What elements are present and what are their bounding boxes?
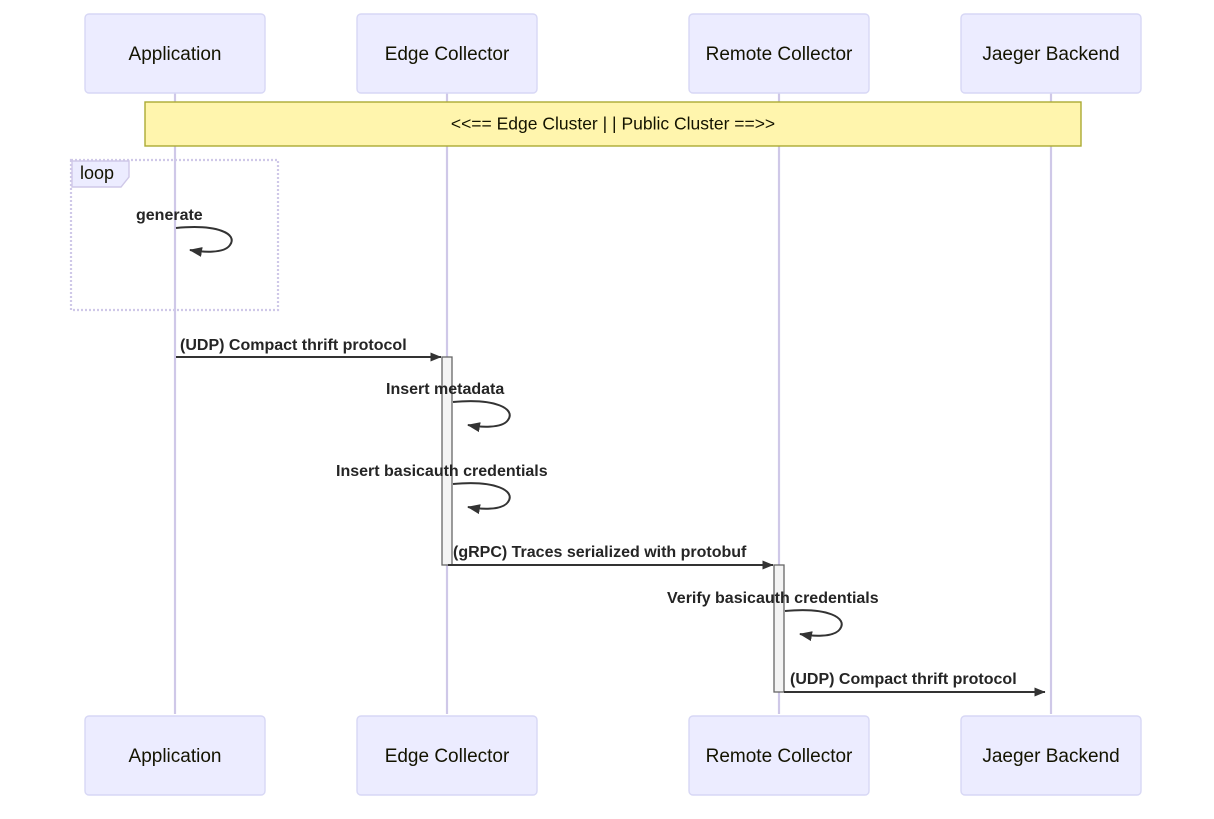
- participant-header-jaeger-backend[interactable]: Jaeger Backend: [960, 13, 1142, 94]
- message-label-grpc-traces-protobuf: (gRPC) Traces serialized with protobuf: [453, 544, 747, 561]
- message-udp-compact-thrift-2[interactable]: (UDP) Compact thrift protocol: [784, 671, 1046, 697]
- message-udp-compact-thrift-1[interactable]: (UDP) Compact thrift protocol: [176, 337, 442, 362]
- message-arrow-generate[interactable]: [175, 226, 233, 257]
- message-insert-basicauth-credentials[interactable]: Insert basicauth credentials: [336, 463, 548, 515]
- note-text: <<== Edge Cluster | | Public Cluster ==>…: [451, 114, 775, 134]
- participant-label-bottom-remote-collector: Remote Collector: [706, 746, 853, 767]
- message-label-udp-compact-thrift-1: (UDP) Compact thrift protocol: [180, 337, 407, 354]
- participant-box-bottom-remote-collector[interactable]: [688, 715, 870, 796]
- participant-box-bottom-application[interactable]: [84, 715, 266, 796]
- participant-box-top-application[interactable]: [84, 13, 266, 94]
- note-box[interactable]: [144, 101, 1082, 147]
- message-grpc-traces-protobuf[interactable]: (gRPC) Traces serialized with protobuf: [448, 544, 774, 570]
- participant-header-edge-collector[interactable]: Edge Collector: [356, 13, 538, 94]
- message-insert-metadata[interactable]: Insert metadata: [386, 381, 511, 433]
- participant-box-top-jaeger-backend[interactable]: [960, 13, 1142, 94]
- note-edge-public-cluster[interactable]: <<== Edge Cluster | | Public Cluster ==>…: [144, 101, 1082, 147]
- participant-label-bottom-edge-collector: Edge Collector: [385, 746, 510, 767]
- participant-footer-application[interactable]: Application: [84, 715, 266, 796]
- participant-footer-edge-collector[interactable]: Edge Collector: [356, 715, 538, 796]
- participant-footer-remote-collector[interactable]: Remote Collector: [688, 715, 870, 796]
- participant-header-application[interactable]: Application: [84, 13, 266, 94]
- participant-header-remote-collector[interactable]: Remote Collector: [688, 13, 870, 94]
- message-arrow-insert-metadata[interactable]: [452, 400, 511, 433]
- participant-box-top-edge-collector[interactable]: [356, 13, 538, 94]
- participant-box-bottom-jaeger-backend[interactable]: [960, 715, 1142, 796]
- message-label-generate: generate: [136, 207, 203, 224]
- participant-footer-jaeger-backend[interactable]: Jaeger Backend: [960, 715, 1142, 796]
- loop-fragment: loop: [69, 158, 280, 312]
- participant-label-top-application: Application: [129, 44, 222, 65]
- message-label-verify-basicauth-credentials: Verify basicauth credentials: [667, 590, 879, 607]
- loop-fragment-label: loop: [80, 163, 114, 183]
- lifelines: [173, 92, 1053, 714]
- message-label-insert-metadata: Insert metadata: [386, 381, 504, 398]
- participant-label-top-jaeger-backend: Jaeger Backend: [982, 44, 1119, 65]
- participant-label-top-remote-collector: Remote Collector: [706, 44, 853, 65]
- activation-bar-remote-collector: [773, 564, 785, 693]
- activation-bar-edge-collector: [441, 356, 453, 566]
- loop-fragment-tab: [71, 160, 130, 188]
- participant-box-top-remote-collector[interactable]: [688, 13, 870, 94]
- message-generate[interactable]: generate: [136, 207, 233, 257]
- message-arrow-insert-basicauth-credentials[interactable]: [452, 482, 511, 515]
- message-label-udp-compact-thrift-2: (UDP) Compact thrift protocol: [790, 671, 1017, 688]
- message-arrow-verify-basicauth-credentials[interactable]: [784, 609, 843, 642]
- participant-box-bottom-edge-collector[interactable]: [356, 715, 538, 796]
- participant-label-bottom-jaeger-backend: Jaeger Backend: [982, 746, 1119, 767]
- message-label-insert-basicauth-credentials: Insert basicauth credentials: [336, 463, 548, 480]
- message-verify-basicauth-credentials[interactable]: Verify basicauth credentials: [667, 590, 879, 642]
- participant-label-bottom-application: Application: [129, 746, 222, 767]
- loop-fragment-border: [69, 158, 280, 312]
- participant-label-top-edge-collector: Edge Collector: [385, 44, 510, 65]
